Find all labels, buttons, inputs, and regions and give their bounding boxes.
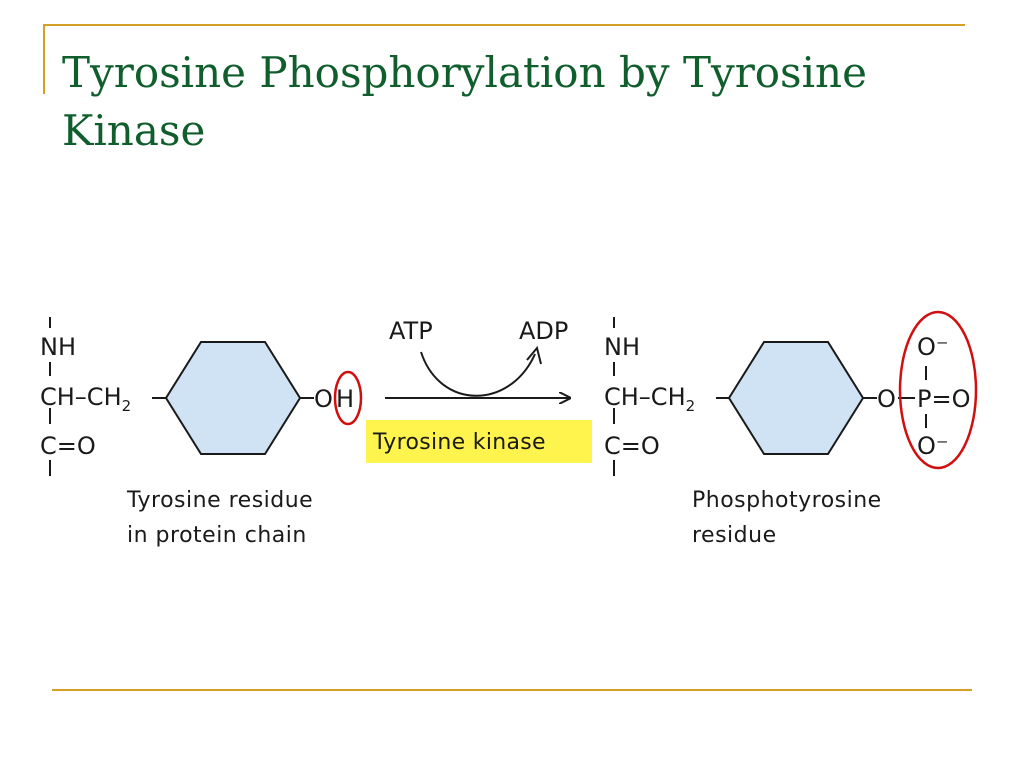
phosphate-oxygen-bottom: O⁻ [917, 432, 949, 460]
product-amine-group: NH [604, 333, 640, 361]
phosphotyrosine-residue: NH CH–CH2 C=O O O⁻ P=O O⁻ Phosphotyrosin… [604, 310, 978, 548]
hydroxyl-oxygen: O [314, 385, 333, 413]
hydroxyl-hydrogen: H [336, 385, 354, 413]
enzyme-highlight [366, 420, 592, 463]
reactant-caption-line1: Tyrosine residue [126, 488, 313, 513]
product-alpha-carbon-group: CH–CH2 [604, 383, 695, 415]
reactant-caption-line2: in protein chain [127, 523, 307, 548]
phosphorus-group: P=O [917, 385, 970, 413]
atp-label: ATP [389, 317, 433, 345]
left-accent-line [43, 24, 45, 94]
bridge-oxygen: O [877, 385, 896, 413]
tyrosine-residue: NH CH–CH2 C=O O H Tyrosine residue in pr… [40, 317, 363, 548]
amine-group: NH [40, 333, 76, 361]
alpha-carbon-group: CH–CH2 [40, 383, 131, 415]
slide-title: Tyrosine Phosphorylation by Tyrosine Kin… [62, 48, 867, 155]
hydrogen-highlight-circle [333, 370, 363, 426]
phosphate-highlight-circle [898, 310, 978, 470]
phosphate-oxygen-top: O⁻ [917, 333, 949, 361]
cofactor-curve [420, 351, 536, 397]
adp-label: ADP [519, 317, 568, 345]
carbonyl-group: C=O [40, 432, 96, 460]
enzyme-label: Tyrosine kinase [372, 430, 546, 455]
product-phenol-ring [727, 341, 865, 455]
top-accent-line [43, 24, 965, 26]
product-caption-line1: Phosphotyrosine [692, 488, 882, 513]
phenol-ring [164, 341, 302, 455]
bottom-accent-line [52, 689, 972, 691]
product-caption-line2: residue [692, 523, 777, 548]
reaction-arrow-group: ATP ADP Tyrosine kinase [366, 317, 592, 463]
cofactor-arrowhead [526, 345, 542, 365]
product-carbonyl-group: C=O [604, 432, 660, 460]
